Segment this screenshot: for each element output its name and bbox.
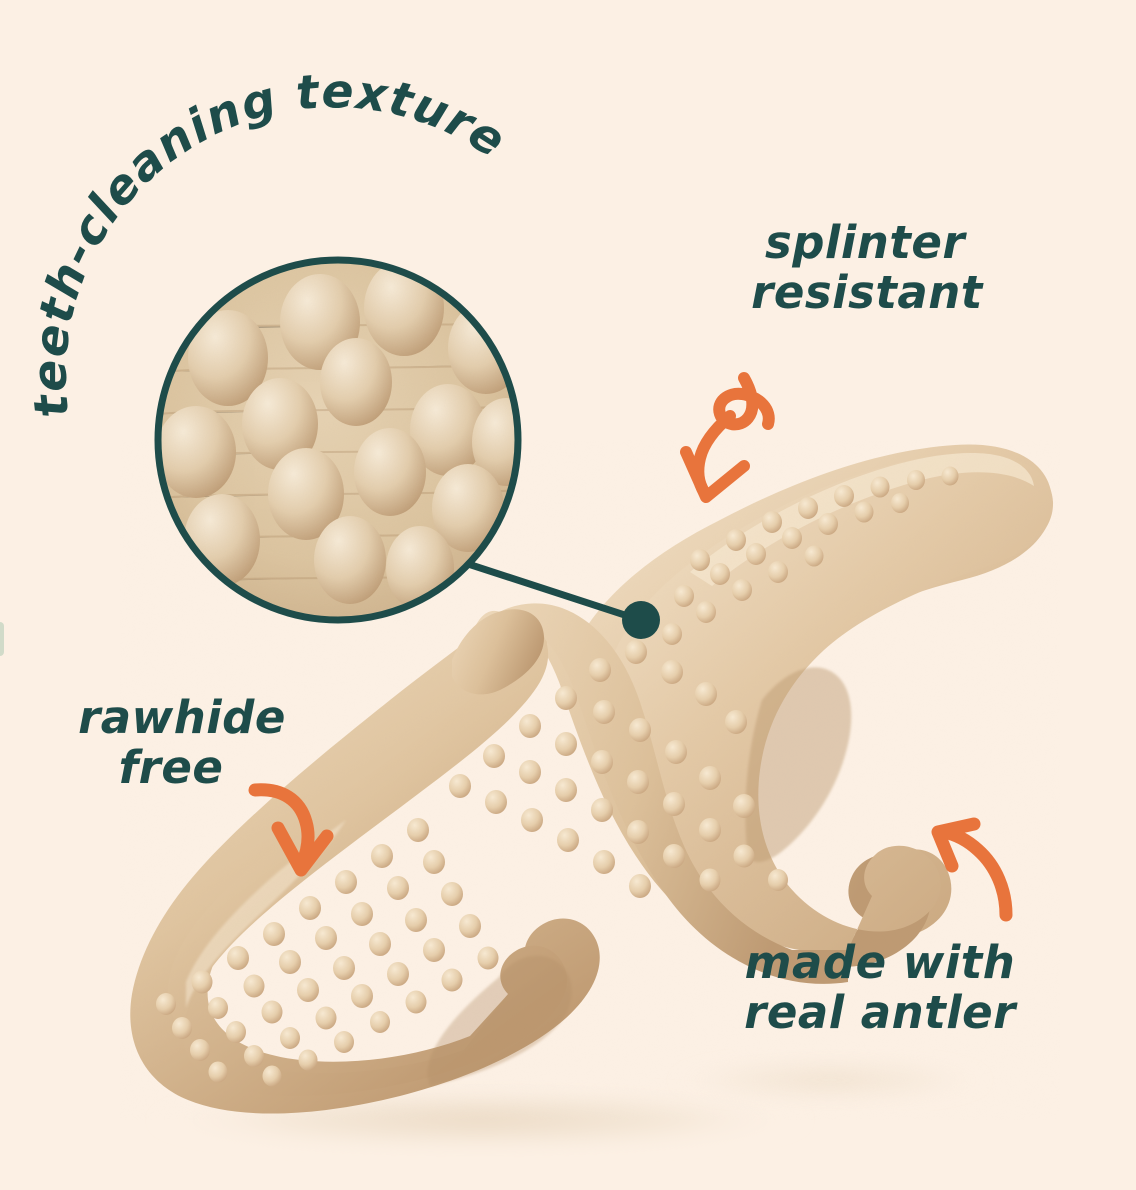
- callout-splinter-line-2: resistant: [751, 266, 983, 320]
- arrow-made-with-real-antler: [931, 817, 1013, 922]
- callout-antler-line-1: made with: [744, 936, 1016, 989]
- callout-made-with-real-antler: made with real antler: [720, 936, 1040, 1040]
- magnifier-callout: [154, 256, 660, 639]
- callout-splinter-line-1: splinter: [764, 216, 966, 269]
- callout-antler-line-2: real antler: [744, 986, 1016, 1040]
- magnifier-connector-dot: [622, 601, 660, 639]
- callout-rawhide-line-1: rawhide: [78, 691, 286, 744]
- left-edge-sliver: [0, 622, 4, 656]
- callout-splinter-resistant: splinter resistant: [735, 216, 995, 320]
- magnifier-ring: [154, 256, 522, 624]
- callout-rawhide-free: rawhide free: [62, 691, 302, 794]
- magnifier-connector-line: [458, 558, 644, 624]
- arrow-splinter-resistant: [680, 372, 775, 503]
- arrow-rawhide-free: [248, 783, 334, 877]
- callout-rawhide-line-2: free: [118, 741, 224, 795]
